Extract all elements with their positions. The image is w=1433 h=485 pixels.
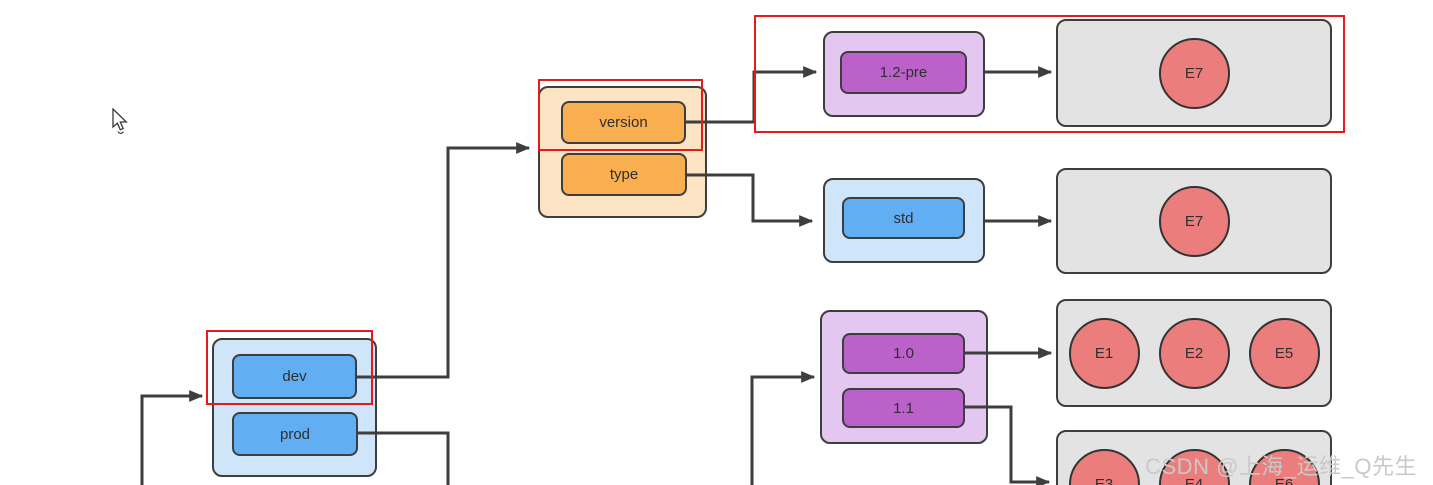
- highlight-rect-dev: [206, 330, 373, 405]
- result-circle[interactable]: E2: [1158, 317, 1230, 389]
- node-dev[interactable]: dev: [232, 354, 357, 399]
- result-box-third[interactable]: E1 E2 E5: [1056, 299, 1332, 407]
- watermark-text: CSDN @上海_运维_Q先生: [1145, 454, 1417, 479]
- node-std[interactable]: std: [842, 197, 965, 239]
- edge-root-to-versions: [750, 371, 816, 485]
- node-type[interactable]: type: [561, 153, 687, 196]
- result-circle[interactable]: E7: [1158, 185, 1230, 257]
- node-1-2-pre[interactable]: 1.2-pre: [840, 51, 967, 94]
- node-prod[interactable]: prod: [232, 412, 358, 456]
- highlight-rect-pre-row: [754, 15, 1345, 133]
- highlight-rect-version: [538, 79, 703, 151]
- edge-root-to-environment: [140, 390, 204, 485]
- mouse-cursor-icon: [112, 108, 128, 135]
- result-circle[interactable]: E5: [1248, 317, 1320, 389]
- result-box-mid[interactable]: E7: [1056, 168, 1332, 274]
- node-1-0[interactable]: 1.0: [842, 333, 965, 374]
- result-box-bottom[interactable]: E3 E4 E6: [1056, 430, 1332, 485]
- node-1-1[interactable]: 1.1: [842, 388, 965, 428]
- result-box-top[interactable]: E7: [1056, 19, 1332, 127]
- result-circle[interactable]: E1: [1068, 317, 1140, 389]
- edge-dev-to-version-type: [357, 142, 531, 379]
- result-circle[interactable]: E3: [1068, 449, 1140, 485]
- result-circle[interactable]: E7: [1158, 37, 1230, 109]
